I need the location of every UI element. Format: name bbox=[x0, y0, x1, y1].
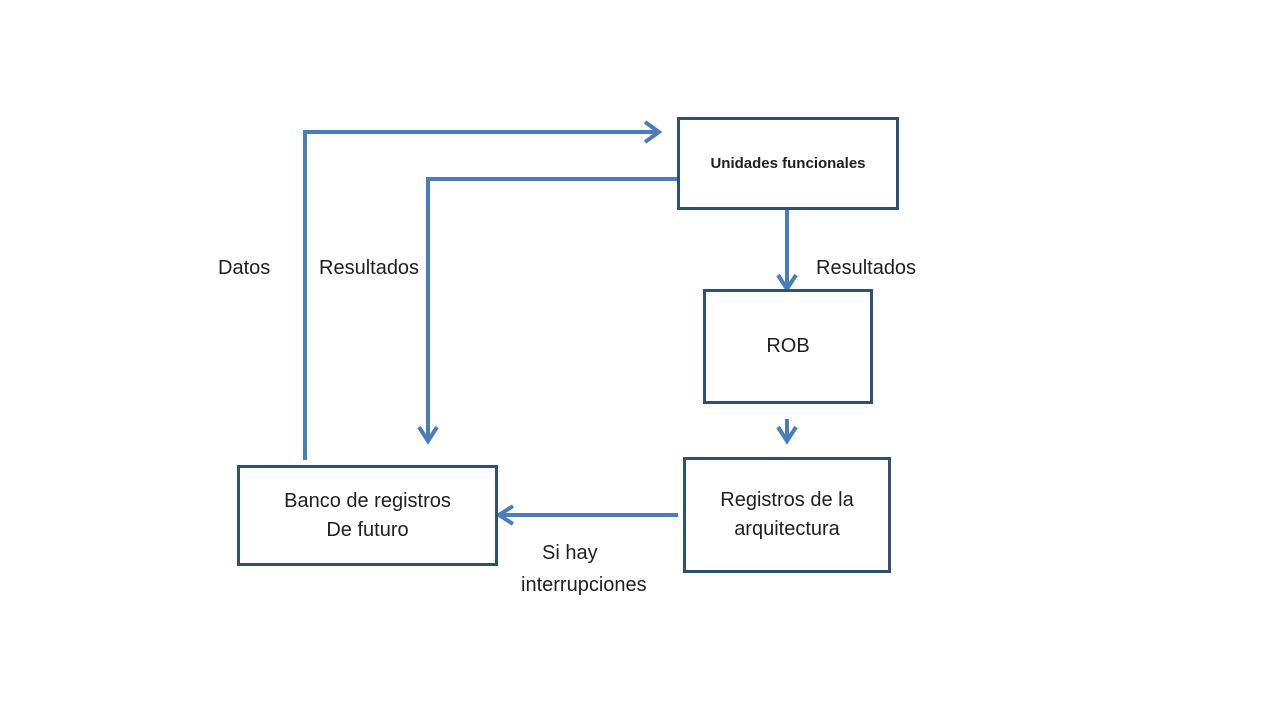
architecture-registers-label-line1: Registros de la bbox=[720, 489, 854, 511]
interrupt-edge-label-line1: Si hay bbox=[542, 542, 598, 564]
functional-units-box: Unidades funcionales bbox=[677, 117, 899, 210]
future-file-label-line2: De futuro bbox=[326, 518, 409, 541]
data-edge-label: Datos bbox=[218, 257, 271, 279]
rob-box: ROB bbox=[703, 289, 873, 404]
future-file-box: Banco de registros De futuro bbox=[237, 465, 498, 566]
interrupt-arrowhead bbox=[495, 504, 515, 526]
results-left-arrowhead bbox=[417, 425, 439, 445]
results-right-edge-label: Resultados bbox=[816, 257, 917, 279]
data-arrow-line bbox=[303, 130, 658, 460]
rob-to-arch-arrowhead bbox=[776, 425, 798, 445]
architecture-registers-label-line2: arquitectura bbox=[734, 518, 840, 540]
data-arrowhead bbox=[643, 120, 663, 144]
results-left-arrow-line bbox=[426, 177, 678, 440]
architecture-registers-box: Registros de la arquitectura bbox=[683, 457, 891, 573]
rob-label: ROB bbox=[766, 335, 810, 357]
interrupt-edge-label-line2: interrupciones bbox=[521, 574, 647, 596]
future-file-label-line1: Banco de registros bbox=[284, 489, 451, 512]
results-left-edge-label: Resultados bbox=[319, 257, 420, 279]
functional-units-label: Unidades funcionales bbox=[710, 155, 866, 172]
